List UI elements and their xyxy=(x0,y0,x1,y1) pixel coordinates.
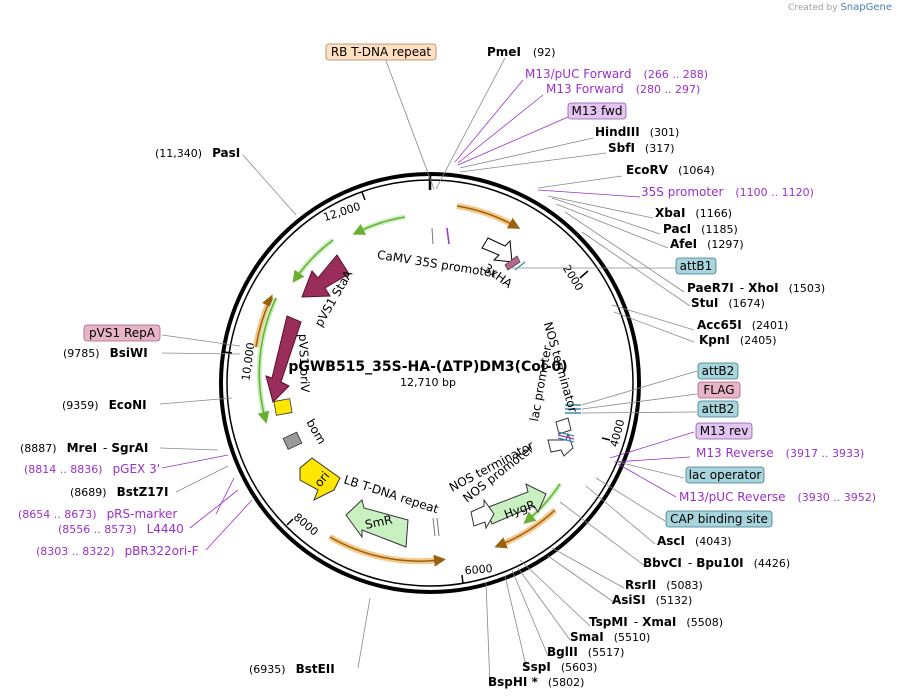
pvs1-oriv-feature xyxy=(265,315,302,403)
backbone xyxy=(219,172,641,594)
feature-green-top xyxy=(356,214,406,235)
tick-2000: 2000 xyxy=(560,263,589,294)
enzyme-tspmi-xmai: TspMI-XmaI(5508) xyxy=(589,615,723,629)
enzyme-asisi: AsiSI(5132) xyxy=(612,593,692,607)
inner-label-camv-35s-promoter: CaMV 35S promoter xyxy=(376,248,497,281)
enzyme-ecorv: EcoRV(1064) xyxy=(626,163,715,177)
tick-label-12000: 12,000 xyxy=(322,200,363,224)
plasmid-name: pGWB515_35S-HA-(ΔTP)DM3(Col-0) xyxy=(288,359,567,375)
enzyme-paer7i-xhoi: PaeR7I-XhoI(1503) xyxy=(687,281,825,295)
enzyme-rsrii: RsrII(5083) xyxy=(625,578,703,592)
snapgene-watermark: Created by SnapGene xyxy=(788,2,892,13)
enzyme-sbfi: SbfI(317) xyxy=(608,141,675,155)
connector-lines xyxy=(159,57,698,687)
smr-cds xyxy=(345,499,409,548)
enzyme-sspi: SspI(5603) xyxy=(522,660,597,674)
enzyme-bbvci-bpu10i: BbvCI-Bpu10I(4426) xyxy=(643,556,790,570)
enzyme-econi: (9359)EcoNI xyxy=(62,398,147,412)
enzyme-kpni: KpnI(2405) xyxy=(699,333,776,347)
nos-promoter-arrow xyxy=(470,498,495,530)
primer-m13-puc-reverse: M13/pUC Reverse(3930 .. 3952) xyxy=(679,490,876,504)
yellow-small-feature xyxy=(273,398,293,416)
tick-label-2000: 2000 xyxy=(560,263,586,294)
primer-prs-marker: (8654 .. 8673)pRS-marker xyxy=(18,507,177,521)
primer-pgex-3: (8814 .. 8836)pGEX 3' xyxy=(24,462,160,476)
box-rb-tdna-repeat: RB T-DNA repeat xyxy=(331,45,432,59)
primer-pbr322ori-f: (8303 .. 8322)pBR322ori-F xyxy=(36,544,199,558)
tick-8000: 8000 xyxy=(286,511,321,539)
pvs1-staa-cds xyxy=(301,254,350,298)
3xha-feature xyxy=(504,255,521,271)
inner-label-lac-promoter: lac promoter xyxy=(527,344,554,422)
enzyme-bsphi: BspHI *(5802) xyxy=(488,675,584,689)
box-lac-operator: lac operator xyxy=(689,468,762,482)
box-cap-binding-site: CAP binding site xyxy=(670,512,768,526)
enzyme-pasi: (11,340)PasI xyxy=(155,146,240,160)
enzyme-xbai: XbaI(1166) xyxy=(655,206,732,220)
box-attb2-first: attB2 xyxy=(702,364,735,378)
box-pvs1-repa: pVS1 RepA xyxy=(89,326,156,340)
enzyme-bsiwi: (9785)BsiWI xyxy=(63,346,148,360)
box-m13-rev: M13 rev xyxy=(700,424,749,438)
watermark-prefix: Created by xyxy=(788,3,838,13)
enzyme-afei: AfeI(1297) xyxy=(670,237,744,251)
inner-label-smr: SmR xyxy=(364,512,394,531)
ori-feature xyxy=(299,457,341,502)
enzyme-labels: PmeI(92) HindIII(301) SbfI(317) EcoRV(10… xyxy=(20,45,825,689)
rb-tdna-mark xyxy=(431,227,434,245)
lac-stripes xyxy=(557,431,575,443)
enzyme-bglii: BglII(5517) xyxy=(547,645,624,659)
hygr-cds xyxy=(485,483,547,525)
enzyme-pmei: PmeI(92) xyxy=(487,45,556,59)
enzyme-paci: PacI(1185) xyxy=(663,222,738,236)
inner-label-bom: bom xyxy=(303,417,328,447)
enzyme-bsteii: (6935)BstEII xyxy=(249,662,335,676)
tick-label-6000: 6000 xyxy=(464,562,493,577)
box-attb2-second: attB2 xyxy=(702,402,735,416)
box-m13-fwd: M13 fwd xyxy=(572,104,623,118)
primer-l4440: (8556 .. 8573)L4440 xyxy=(58,522,184,536)
plasmid-length: 12,710 bp xyxy=(400,376,456,389)
box-flag: FLAG xyxy=(703,383,734,397)
enzyme-asci: AscI(4043) xyxy=(657,534,732,548)
primer-35s-promoter: 35S promoter(1100 .. 1120) xyxy=(641,185,814,199)
primer-m13-puc-forward: M13/pUC Forward(266 .. 288) xyxy=(525,67,708,81)
primer-m13-reverse: M13 Reverse(3917 .. 3933) xyxy=(696,446,864,460)
lb-tdna-mark xyxy=(432,517,436,537)
lac-promoter-arrow xyxy=(547,432,574,457)
feature-boxes: RB T-DNA repeat M13 fwd attB1 attB2 FLAG… xyxy=(83,43,773,528)
enzyme-mrei-sgrai: (8887)MreI-SgrAI xyxy=(20,441,148,455)
enzyme-acc65i: Acc65I(2401) xyxy=(697,318,788,332)
watermark-brand: SnapGene xyxy=(840,2,892,13)
inner-label-pvs1-oriv: pVS1 oriV xyxy=(296,334,312,394)
features xyxy=(253,203,581,567)
enzyme-bstz17i: (8689)BstZ17I xyxy=(70,485,168,499)
feature-orange-top xyxy=(456,203,517,229)
bom-feature xyxy=(282,431,303,450)
attb2-flag-stripes xyxy=(565,404,581,414)
primer-m13-forward: M13 Forward(280 .. 297) xyxy=(546,82,700,96)
primer-labels: M13/pUC Forward(266 .. 288) M13 Forward(… xyxy=(18,67,876,558)
enzyme-hindiii: HindIII(301) xyxy=(595,125,679,139)
camv-35s-promoter-arrow xyxy=(481,237,513,263)
tick-6000: 6000 xyxy=(461,562,493,585)
tick-label-10000: 10,000 xyxy=(239,342,257,382)
tick-10000: 10,000 xyxy=(223,342,258,382)
nos-terminator-right xyxy=(555,417,572,435)
enzyme-stui: StuI(1674) xyxy=(691,296,765,310)
enzyme-smai: SmaI(5510) xyxy=(570,630,650,644)
box-attb1: attB1 xyxy=(680,259,713,273)
